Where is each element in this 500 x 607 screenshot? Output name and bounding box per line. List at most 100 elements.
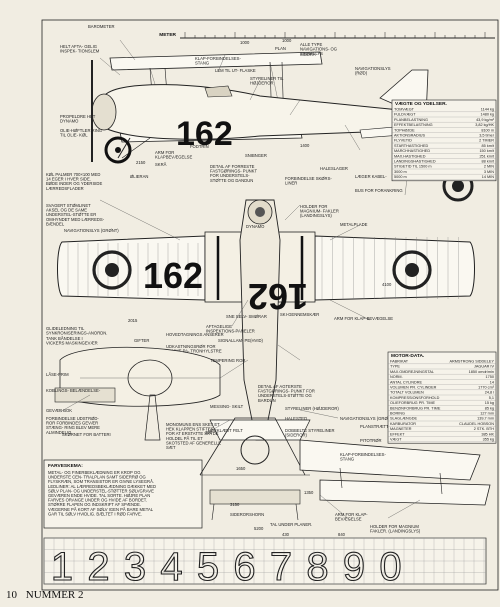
table-title: VÆGTE OG YDELSER. [395, 101, 447, 107]
side-label: BAROMETER [88, 24, 115, 29]
table-row-value: JAGUAR IV [474, 365, 495, 369]
front-label: SIDERORSHORN [230, 512, 264, 517]
table-row-label: KOMPRESSIONSFORHOLD [390, 396, 440, 400]
table-row-value: 1770 cm³ [478, 386, 495, 390]
side-label: NAVIGATIONSLYS(RØD) [355, 66, 391, 76]
table-title: MOTOR-DATA. [391, 353, 424, 359]
table-row-value: 8100 m [481, 128, 494, 132]
table-row-value: 127 mm [480, 412, 494, 416]
table-row-value: 385 HK [481, 432, 494, 436]
table-row-value: 139,7 mm [477, 417, 494, 421]
front-label: HALESTED [285, 416, 307, 421]
scale-digit: 2 [87, 545, 109, 589]
top-label: NAVIGATIONSLYS (GRØNT) [64, 228, 119, 233]
table-row-label: MAX.OMDREJNINGSTAL [390, 370, 434, 374]
farveskema-box [43, 459, 203, 529]
dimension-value: 1400 [300, 143, 310, 148]
table-row-value: 355 kg [483, 438, 494, 442]
table-row-label: AKTIONSRADIUS [394, 134, 425, 138]
front-label: UDEKLÆDT FELT [208, 428, 243, 433]
table-row-label: KARBURATOR [390, 422, 416, 426]
scale-digit: 8 [306, 545, 328, 589]
top-label: GIFTER [134, 338, 149, 343]
front-label: ARM FOR KLAP-BEVÆGELSE [335, 512, 368, 522]
scale-digit: 9 [343, 545, 365, 589]
table-row-value: 1144 kg [481, 108, 494, 112]
table-row-label: BENZINFORBRUG PR. TIME [390, 406, 441, 410]
table-row-label: FLYVETID [394, 139, 412, 143]
issue-label: NUMMER 2 [25, 589, 84, 601]
side-label: HALESLAGER [320, 166, 348, 171]
sheet-frame [41, 19, 499, 591]
table-row-value: 2 MIN [484, 165, 494, 169]
farveskema-title: FARVESKEMA: [48, 463, 83, 469]
side-aircraft-number: 162 [176, 115, 233, 153]
scale-digit: 7 [270, 545, 292, 589]
dimension-value: 5200 [254, 526, 264, 531]
front-label: GEVÆR BOK [46, 408, 72, 413]
top-view: 162 162 [57, 199, 475, 441]
front-label: MESSING- SKILT [210, 404, 244, 409]
dimension-value: 4100 [382, 282, 392, 287]
top-wing-number-right: 162 [248, 276, 308, 317]
meter-label: METER [159, 32, 176, 38]
front-label: TEMPERING ROR [210, 358, 245, 363]
table-row-value: 5,1 [489, 396, 494, 400]
table-row-label: TOTALT VOLUMEN [390, 391, 424, 395]
side-label: LEM TIL UT- FLASKE [215, 68, 256, 73]
table-row-value: 3,5 timer [479, 134, 495, 138]
table-row-value: 14 MIN [482, 175, 494, 179]
table-row-label: NORM. [390, 375, 403, 379]
table-row-label: BORING [390, 412, 405, 416]
table-row-value: 1480 kg [480, 113, 494, 117]
front-label: NAVIGATIONSLYS (GRØNT) [340, 416, 395, 421]
table-row-label: 5000 m [394, 175, 407, 179]
dimension-value: 1000 [282, 38, 292, 43]
weights-table: VÆGTE OG YDELSER.TOMVÆGT 1144 kg FULDVÆGT 1… [391, 99, 497, 182]
top-label: SIGNALLAM- PE(HVID) [218, 338, 264, 343]
table-row-label: TOMVÆGT [394, 108, 415, 112]
top-label: SKI-GENNEMSKÆR [280, 312, 319, 317]
scale-digit: 3 [124, 545, 146, 589]
table-row-label: EFFEKTBELASTNING [394, 123, 433, 127]
table-row-value: 2 STK. BTH [474, 427, 495, 431]
table-row-label: OLIEFORBRUG PR. TIME [390, 401, 436, 405]
table-row-label: ANTAL CYLINDRE [390, 380, 423, 384]
dimension-value: 2150 [136, 160, 146, 165]
table-row-label: MARCHHASTIGHED [394, 149, 430, 153]
front-label: LÅSE-PRIM [46, 372, 69, 377]
table-row-value: 2 TIMER [479, 139, 494, 143]
table-row-label: FULDVÆGT [394, 113, 416, 117]
scale-digit: 1 [51, 545, 73, 589]
table-row-label: TYPE [390, 365, 400, 369]
top-label: SNE SELV- SMØRAR [226, 314, 267, 319]
front-label: SKØRNET FOR BATTERI [62, 432, 111, 437]
front-label: PITOTRØR [360, 438, 382, 443]
table-row-value: 3 MIN [484, 170, 494, 174]
table-row-value: ARMSTRONG SIDDELEY [449, 360, 494, 364]
dimension-value: 2015 [128, 318, 138, 323]
table-row-value: 1850 omdr/min [469, 370, 494, 374]
side-label: KLAP-FORBINDELSES-STANG [195, 56, 241, 66]
dimension-value: 840 [338, 532, 346, 537]
table-row-value: 3,82 kg/HK [475, 123, 494, 127]
